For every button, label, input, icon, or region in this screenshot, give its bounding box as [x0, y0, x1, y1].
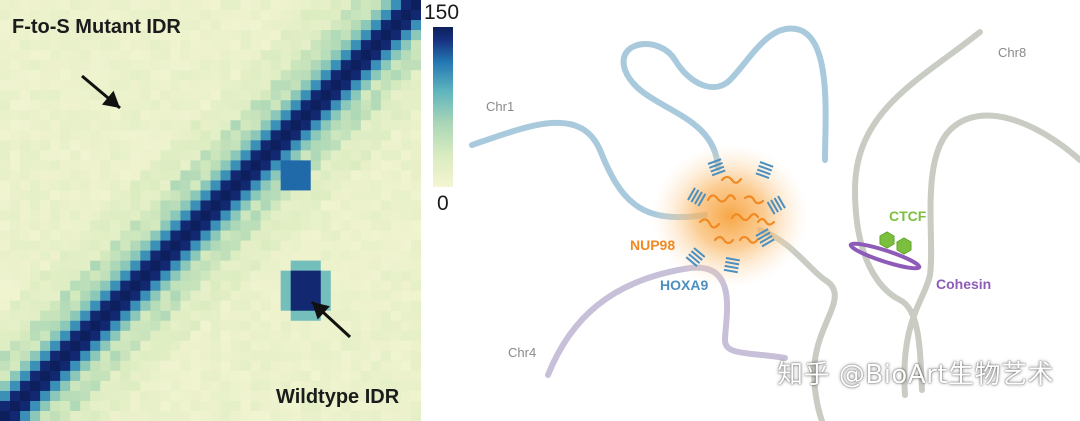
chromatin-hub-schematic: Chr1 Chr8 Chr4 NUP98 HOXA9 CTCF Cohesin — [469, 25, 1080, 421]
chr1-strand-loop — [620, 25, 829, 171]
chr8-strand-right — [901, 112, 1080, 398]
contact-heatmap — [0, 0, 421, 421]
watermark: 知乎 @BioArt生物艺术 — [777, 360, 1054, 390]
colorbar-max-label: 150 — [424, 1, 460, 24]
chr8-strands — [757, 29, 1080, 421]
cohesin-label: Cohesin — [936, 276, 991, 292]
ctcf-protein-right — [896, 237, 912, 255]
colorbar — [433, 27, 453, 187]
nup98-label: NUP98 — [630, 237, 675, 253]
ctcf-label: CTCF — [889, 208, 927, 224]
chr4-label: Chr4 — [508, 345, 536, 360]
chr8-strand-upper — [851, 29, 983, 393]
heatmap-cells — [0, 0, 421, 421]
ctcf-proteins — [879, 231, 912, 255]
chr8-label: Chr8 — [998, 45, 1026, 60]
cohesin-ring — [848, 241, 922, 271]
chr8-strand-lower — [757, 227, 838, 421]
hoxa9-label: HOXA9 — [660, 277, 708, 293]
mutant-idr-label: F-to-S Mutant IDR — [12, 16, 181, 38]
wildtype-arrow — [310, 300, 352, 339]
wildtype-idr-label: Wildtype IDR — [276, 386, 400, 408]
colorbar-min-label: 0 — [437, 192, 449, 215]
mutant-arrow — [81, 74, 121, 110]
chr1-label: Chr1 — [486, 99, 514, 114]
nup98-idr-squiggles — [698, 175, 776, 245]
colorbar-gradient — [433, 27, 453, 187]
hoxa9-coils — [685, 158, 786, 274]
ctcf-protein-left — [879, 231, 895, 249]
